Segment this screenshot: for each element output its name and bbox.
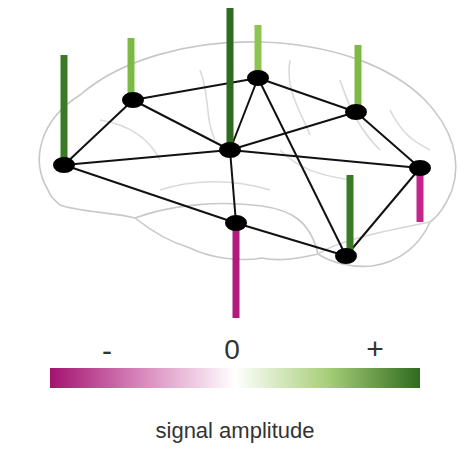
scale-zero: 0 <box>224 336 240 364</box>
scale-plus: + <box>366 334 384 364</box>
color-bar <box>50 368 420 388</box>
scale-title: signal amplitude <box>156 420 315 442</box>
amplitude-bars <box>64 8 420 318</box>
scale-minus: - <box>102 336 112 366</box>
brain-outline <box>39 42 455 267</box>
network-edges <box>64 78 420 256</box>
network-dots <box>53 70 431 264</box>
